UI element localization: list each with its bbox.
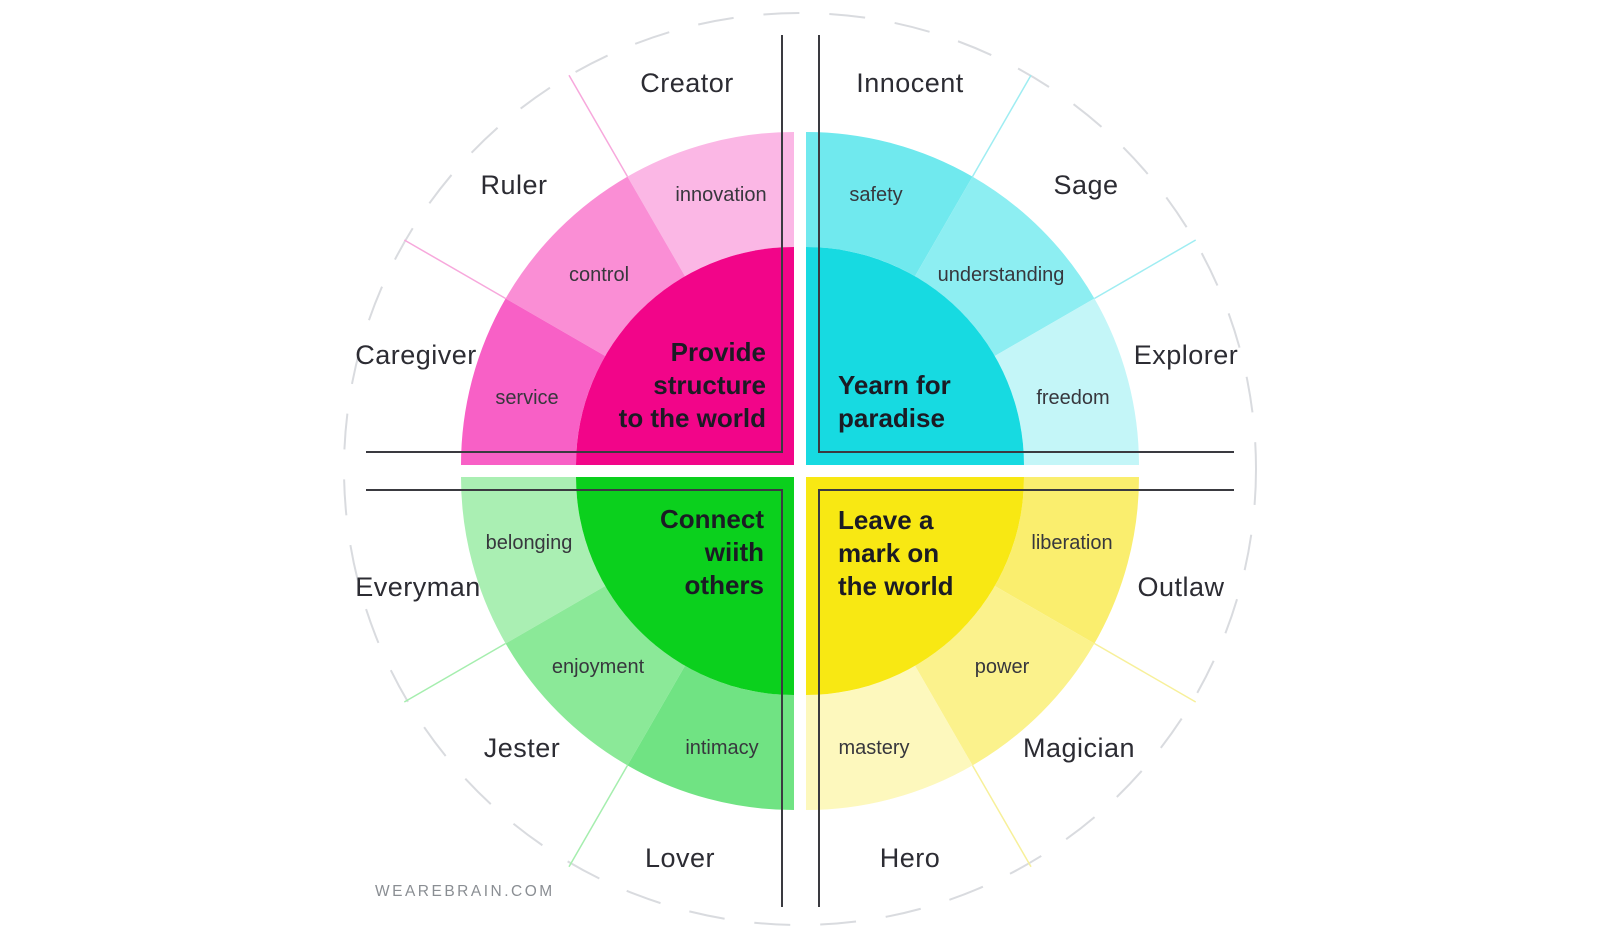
goal-line: structure — [653, 370, 766, 400]
quadrant-bottom-left: Everyman Jester Lover belonging enjoymen… — [355, 477, 794, 907]
sector-safety — [806, 132, 973, 277]
goal-text-yearn-paradise: Yearn for paradise — [838, 370, 951, 433]
divider-ray — [1094, 239, 1197, 300]
archetype-label-ruler: Ruler — [480, 170, 547, 200]
axis-bottom-left — [366, 489, 783, 907]
quadrant-top-right: Innocent Sage Explorer safety understand… — [806, 35, 1238, 465]
sector-innovation — [627, 132, 794, 277]
archetype-label-creator: Creator — [640, 68, 734, 98]
quadrant-top-left: Creator Ruler Caregiver innovation contr… — [355, 35, 794, 465]
inner-disc-leave-mark — [806, 477, 1024, 695]
axis-bottom-right — [818, 489, 1234, 907]
sector-label-liberation: liberation — [1031, 532, 1112, 554]
inner-disc-provide-structure — [576, 247, 794, 465]
sector-label-freedom: freedom — [1036, 387, 1109, 409]
archetype-label-lover: Lover — [645, 843, 715, 873]
divider-ray — [1094, 642, 1197, 703]
sector-liberation — [994, 477, 1139, 644]
divider-ray — [971, 765, 1032, 868]
inner-disc-yearn-paradise — [806, 247, 1024, 465]
divider-ray — [568, 765, 629, 868]
archetype-label-everyman: Everyman — [355, 572, 481, 602]
sector-label-power: power — [975, 656, 1030, 678]
goal-line: mark on — [838, 538, 939, 568]
sector-power — [915, 586, 1095, 766]
sector-control — [505, 176, 685, 356]
goal-line: Provide — [671, 337, 766, 367]
archetype-label-innocent: Innocent — [856, 68, 964, 98]
divider-ray — [971, 74, 1032, 177]
archetype-label-caregiver: Caregiver — [355, 340, 477, 370]
axis-top-right — [818, 35, 1234, 453]
goal-line: Connect — [660, 504, 764, 534]
sector-service — [461, 298, 606, 465]
sector-label-control: control — [569, 264, 629, 286]
archetype-label-hero: Hero — [880, 843, 941, 873]
archetype-label-outlaw: Outlaw — [1137, 572, 1224, 602]
sector-label-understanding: understanding — [938, 264, 1065, 286]
sector-label-belonging: belonging — [486, 532, 573, 554]
goal-text-provide-structure: Provide structure to the world — [619, 337, 766, 433]
archetype-label-magician: Magician — [1023, 733, 1135, 763]
inner-disc-connect-others — [576, 477, 794, 695]
goal-line: to the world — [619, 403, 766, 433]
goal-line: Yearn for — [838, 370, 951, 400]
sector-label-intimacy: intimacy — [685, 737, 758, 759]
watermark-text: WEAREBRAIN.COM — [375, 883, 555, 900]
goal-line: paradise — [838, 403, 945, 433]
sector-label-mastery: mastery — [838, 737, 909, 759]
sector-intimacy — [627, 665, 794, 811]
sector-label-innovation: innovation — [675, 184, 766, 206]
goal-line: wiith — [704, 537, 764, 567]
dashed-outer-circle — [343, 12, 1257, 926]
divider-ray — [403, 642, 506, 703]
divider-ray — [568, 74, 629, 177]
goal-text-connect-others: Connect wiith others — [660, 504, 764, 600]
sector-label-enjoyment: enjoyment — [552, 656, 645, 678]
sector-freedom — [994, 298, 1139, 465]
goal-line: the world — [838, 571, 954, 601]
goal-text-leave-mark: Leave a mark on the world — [838, 505, 954, 601]
quadrant-bottom-right: Outlaw Magician Hero liberation power ma… — [806, 477, 1234, 907]
divider-ray — [403, 239, 506, 300]
goal-line: Leave a — [838, 505, 934, 535]
sector-enjoyment — [505, 586, 685, 766]
archetype-label-jester: Jester — [484, 733, 561, 763]
goal-line: others — [685, 570, 764, 600]
sector-understanding — [915, 176, 1095, 356]
axis-top-left — [366, 35, 783, 453]
sector-belonging — [461, 477, 606, 644]
sector-mastery — [806, 665, 973, 810]
sector-label-safety: safety — [849, 184, 902, 206]
archetype-label-explorer: Explorer — [1134, 340, 1239, 370]
archetype-label-sage: Sage — [1053, 170, 1118, 200]
sector-label-service: service — [495, 387, 558, 409]
